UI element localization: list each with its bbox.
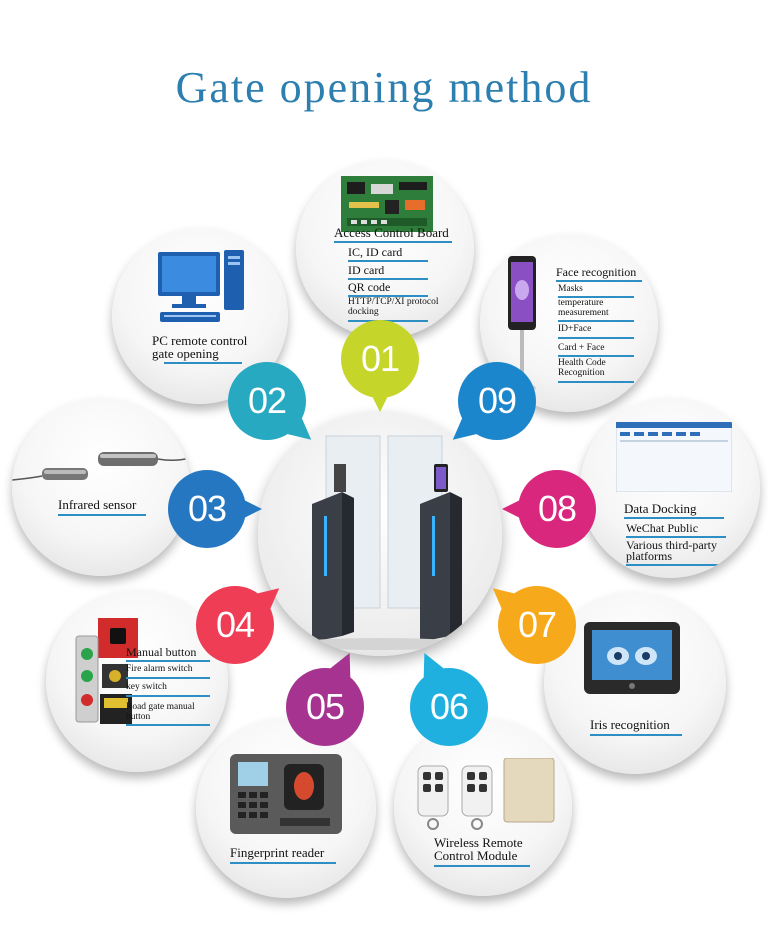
access-item-4b: docking (348, 307, 379, 317)
fingerprint-device-image (230, 754, 342, 834)
wireless-underline (434, 865, 530, 867)
manual-item-2: key switch (126, 682, 167, 692)
badge-09-label: 09 (477, 380, 517, 421)
access-control-card: Access Control Board IC, ID card ID card… (296, 160, 474, 338)
access-item-2-underline (348, 278, 428, 280)
manual-item-1-underline (126, 677, 210, 679)
wireless-label-2: Control Module (434, 848, 518, 863)
data-docking-item-2b: platforms (626, 549, 672, 563)
fingerprint-underline (230, 862, 336, 864)
face-item-5b: Recognition (558, 368, 605, 378)
iris-label: Iris recognition (590, 717, 670, 732)
badge-02: 02 (228, 362, 319, 449)
face-item-2a: temperature (558, 298, 604, 308)
access-item-3: QR code (348, 280, 391, 294)
face-item-5a: Health Code (558, 358, 606, 368)
infrared-label: Infrared sensor (58, 497, 137, 512)
badge-08-label: 08 (537, 488, 577, 529)
badge-04-label: 04 (215, 604, 255, 645)
badge-03-label: 03 (187, 488, 227, 529)
infrared-sensor-card: Infrared sensor (12, 398, 190, 576)
manual-item-1: Fire alarm switch (126, 664, 193, 674)
access-item-4a: HTTP/TCP/XI protocol (348, 297, 439, 307)
iris-device-image (584, 622, 680, 694)
badge-06-label: 06 (429, 686, 469, 727)
badge-03-pointer (238, 497, 262, 521)
face-item-2-underline (558, 320, 634, 322)
manual-title-underline (126, 660, 210, 662)
face-item-5-underline (558, 381, 634, 383)
access-title: Access Control Board (334, 225, 449, 240)
badge-06: 06 (410, 648, 488, 746)
face-item-4-underline (558, 355, 634, 357)
pc-label-2: gate opening (152, 346, 219, 361)
gate-center-image (258, 412, 502, 656)
badge-07: 07 (485, 579, 576, 664)
manual-title: Manual button (126, 645, 197, 659)
face-item-3: ID+Face (558, 324, 592, 334)
badge-09: 09 (445, 362, 536, 449)
access-item-2: ID card (348, 263, 385, 277)
infrared-underline (58, 514, 146, 516)
badge-03: 03 (168, 470, 262, 548)
manual-item-3b: button (126, 712, 151, 722)
data-docking-card: Data Docking WeChat Public Various third… (580, 398, 760, 578)
wireless-label-1: Wireless Remote (434, 835, 523, 850)
circuit-board-image (341, 176, 433, 232)
iris-underline (590, 734, 682, 736)
data-docking-item-1: WeChat Public (626, 521, 699, 535)
computer-icon (158, 250, 244, 322)
manual-item-3a: Road gate manual (126, 702, 195, 712)
face-item-1-underline (558, 296, 634, 298)
manual-button-image (75, 618, 138, 724)
fingerprint-label: Fingerprint reader (230, 845, 325, 860)
data-docking-item-2-underline (626, 564, 726, 566)
manual-item-3-underline (126, 724, 210, 726)
infrared-sensor-image (12, 452, 190, 481)
badge-01-label: 01 (360, 338, 400, 379)
wireless-remote-image (417, 758, 555, 830)
wireless-remote-card: Wireless Remote Control Module (394, 718, 572, 896)
access-item-1-underline (348, 260, 428, 262)
access-item-1: IC, ID card (348, 245, 403, 259)
data-docking-item-1-underline (626, 536, 726, 538)
face-title-underline (556, 280, 642, 282)
pc-underline (164, 362, 242, 364)
face-item-2b: measurement (558, 308, 609, 318)
badge-05-label: 05 (305, 686, 345, 727)
badge-01-pointer (369, 390, 391, 412)
access-item-3-underline (348, 295, 428, 297)
badge-07-label: 07 (517, 604, 557, 645)
pc-label-1: PC remote control (152, 333, 248, 348)
data-docking-title: Data Docking (624, 501, 697, 516)
badge-08: 08 (502, 470, 596, 548)
badge-05: 05 (286, 648, 364, 746)
turnstile-gate-image (290, 435, 470, 650)
pc-remote-card: PC remote control gate opening (112, 228, 288, 404)
badge-02-label: 02 (247, 380, 287, 421)
software-screen-image (616, 422, 732, 492)
badge-04: 04 (196, 579, 287, 664)
face-item-3-underline (558, 337, 634, 339)
badge-08-pointer (502, 497, 526, 521)
manual-item-2-underline (126, 695, 210, 697)
data-docking-title-underline (624, 517, 724, 519)
fingerprint-reader-card: Fingerprint reader (196, 718, 376, 898)
data-docking-item-2a: Various third-party (626, 538, 717, 552)
page-title: Gate opening method (175, 63, 593, 112)
face-item-1: Masks (558, 284, 583, 294)
face-item-4: Card + Face (558, 343, 605, 353)
access-title-underline (334, 241, 452, 243)
face-title: Face recognition (556, 265, 637, 279)
iris-recognition-card: Iris recognition (544, 592, 726, 774)
badge-01: 01 (341, 320, 419, 412)
